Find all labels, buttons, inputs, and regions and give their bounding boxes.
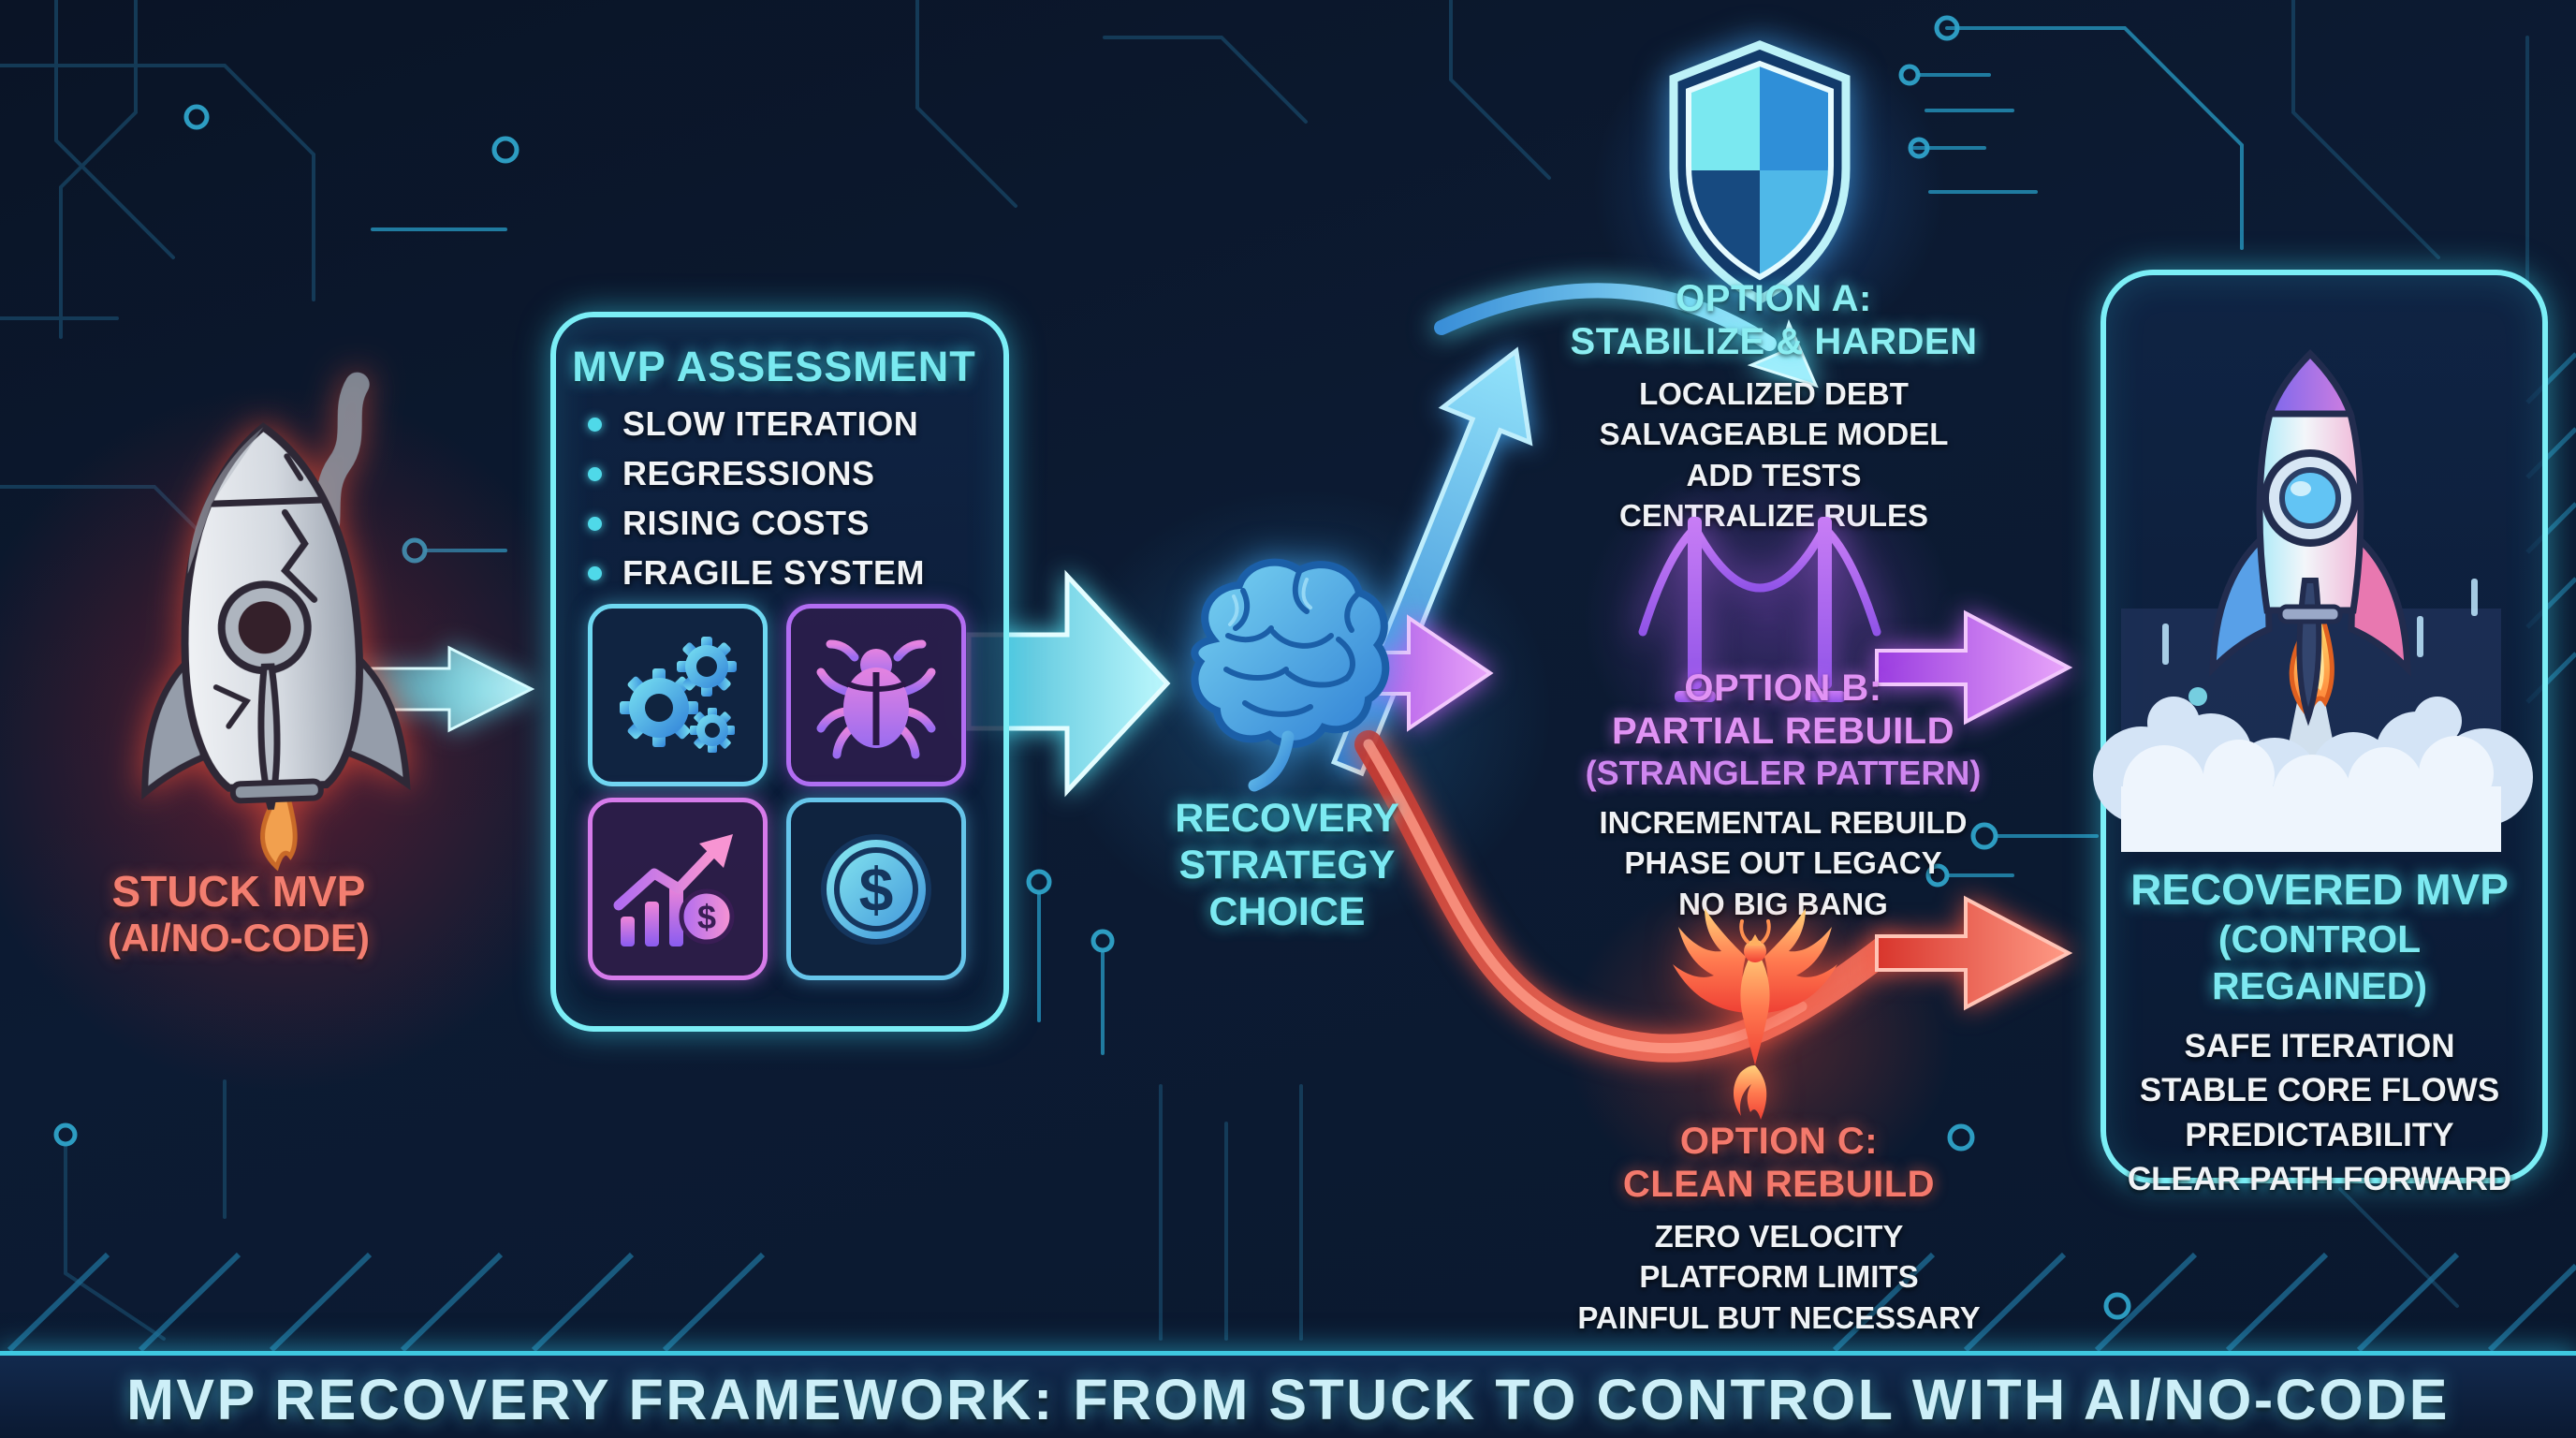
footer-title: MVP RECOVERY FRAMEWORK: FROM STUCK TO CO… <box>126 1367 2450 1431</box>
assessment-item: FRAGILE SYSTEM <box>588 553 981 593</box>
svg-text:$: $ <box>859 855 894 924</box>
strategy-choice-label: RECOVERY STRATEGY CHOICE <box>1156 796 1418 936</box>
option-b-details: INCREMENTAL REBUILD PHASE OUT LEGACY NO … <box>1535 802 2031 925</box>
option-b-heading-line2: PARTIAL REBUILD <box>1611 711 1954 753</box>
recovered-mvp-title: RECOVERED MVP <box>2130 865 2509 914</box>
shield-icon <box>1669 40 1851 305</box>
option-b-block: OPTION B: PARTIAL REBUILD (STRANGLER PAT… <box>1535 667 2031 924</box>
assessment-title: MVP ASSESSMENT <box>572 343 976 390</box>
option-c-heading-line1: OPTION C: <box>1679 1121 1879 1162</box>
option-b-item: INCREMENTAL REBUILD <box>1599 804 1968 840</box>
arrow-option-c-to-recovered <box>1875 895 2073 1011</box>
strategy-line: STRATEGY <box>1178 842 1396 888</box>
assessment-item-label: FRAGILE SYSTEM <box>622 553 926 592</box>
assessment-item-label: SLOW ITERATION <box>622 404 919 443</box>
assessment-item-label: REGRESSIONS <box>622 454 875 492</box>
option-b-heading-line1: OPTION B: <box>1684 668 1882 709</box>
assessment-item-label: RISING COSTS <box>622 504 871 542</box>
option-c-heading-line2: CLEAN REBUILD <box>1622 1164 1936 1206</box>
option-c-details: ZERO VELOCITY PLATFORM LIMITS PAINFUL BU… <box>1524 1216 2034 1339</box>
bullet-dot-icon <box>588 516 602 531</box>
option-b-item: NO BIG BANG <box>1678 886 1888 921</box>
bug-icon <box>816 639 936 758</box>
recovered-mvp-block: RECOVERED MVP (CONTROL REGAINED) SAFE IT… <box>2114 863 2525 1201</box>
stuck-mvp-subtitle: (AI/NO-CODE) <box>108 916 370 961</box>
assessment-bullet-list: SLOW ITERATION REGRESSIONS RISING COSTS … <box>588 404 981 603</box>
brain-icon <box>1191 558 1390 792</box>
strategy-line: RECOVERY <box>1175 796 1399 841</box>
option-a-item: LOCALIZED DEBT <box>1639 375 1909 411</box>
option-c-block: OPTION C: CLEAN REBUILD ZERO VELOCITY PL… <box>1524 1120 2034 1338</box>
option-b-heading-line3: (STRANGLER PATTERN) <box>1585 753 1982 792</box>
broken-rocket-icon <box>141 372 411 872</box>
option-c-item: ZERO VELOCITY <box>1654 1218 1904 1254</box>
growth-chart-tile: $ <box>588 798 768 980</box>
curve-brain-to-option-c <box>1354 730 1897 1063</box>
recovered-item: CLEAR PATH FORWARD <box>2127 1160 2512 1197</box>
arrow-option-b-to-recovered <box>1875 609 2073 726</box>
option-a-item: ADD TESTS <box>1686 457 1862 492</box>
recovered-item: STABLE CORE FLOWS <box>2139 1072 2500 1109</box>
recovered-mvp-details: SAFE ITERATION STABLE CORE FLOWS PREDICT… <box>2114 1024 2525 1201</box>
stuck-mvp-label: STUCK MVP (AI/NO-CODE) <box>51 867 426 961</box>
launching-rocket-icon <box>2093 349 2533 852</box>
gears-icon <box>620 636 737 753</box>
assessment-item: REGRESSIONS <box>588 454 981 493</box>
option-a-block: OPTION A: STABILIZE & HARDEN LOCALIZED D… <box>1535 277 2012 536</box>
recovered-mvp-subtitle: (CONTROL REGAINED) <box>2211 917 2428 1008</box>
option-a-item: SALVAGEABLE MODEL <box>1599 417 1949 452</box>
option-c-item: PAINFUL BUT NECESSARY <box>1577 1299 1981 1335</box>
option-a-heading-line1: OPTION A: <box>1676 278 1872 319</box>
bug-tile <box>786 604 966 786</box>
bullet-dot-icon <box>588 565 602 580</box>
strategy-line: CHOICE <box>1208 888 1366 934</box>
svg-text:$: $ <box>697 898 716 936</box>
phoenix-icon <box>1673 908 1837 1120</box>
dollar-coin-icon: $ <box>821 833 931 945</box>
bullet-dot-icon <box>588 466 602 481</box>
option-c-item: PLATFORM LIMITS <box>1639 1259 1919 1295</box>
option-b-item: PHASE OUT LEGACY <box>1624 845 1942 881</box>
bullet-dot-icon <box>588 417 602 432</box>
gears-tile <box>588 604 768 786</box>
option-a-heading-line2: STABILIZE & HARDEN <box>1570 321 1978 363</box>
option-a-item: CENTRALIZE RULES <box>1619 498 1928 534</box>
arrow-option-a-to-recovered <box>1434 283 1819 389</box>
recovered-item: PREDICTABILITY <box>2185 1116 2454 1153</box>
option-a-details: LOCALIZED DEBT SALVAGEABLE MODEL ADD TES… <box>1535 374 2012 536</box>
bridge-icon <box>1633 517 1886 702</box>
assessment-item: SLOW ITERATION <box>588 404 981 444</box>
growth-chart-icon: $ <box>613 833 735 946</box>
assessment-item: RISING COSTS <box>588 504 981 543</box>
footer-banner: MVP RECOVERY FRAMEWORK: FROM STUCK TO CO… <box>0 1351 2576 1438</box>
dollar-coin-tile: $ <box>786 798 966 980</box>
stuck-mvp-title: STUCK MVP <box>111 867 366 916</box>
recovered-item: SAFE ITERATION <box>2184 1028 2455 1065</box>
